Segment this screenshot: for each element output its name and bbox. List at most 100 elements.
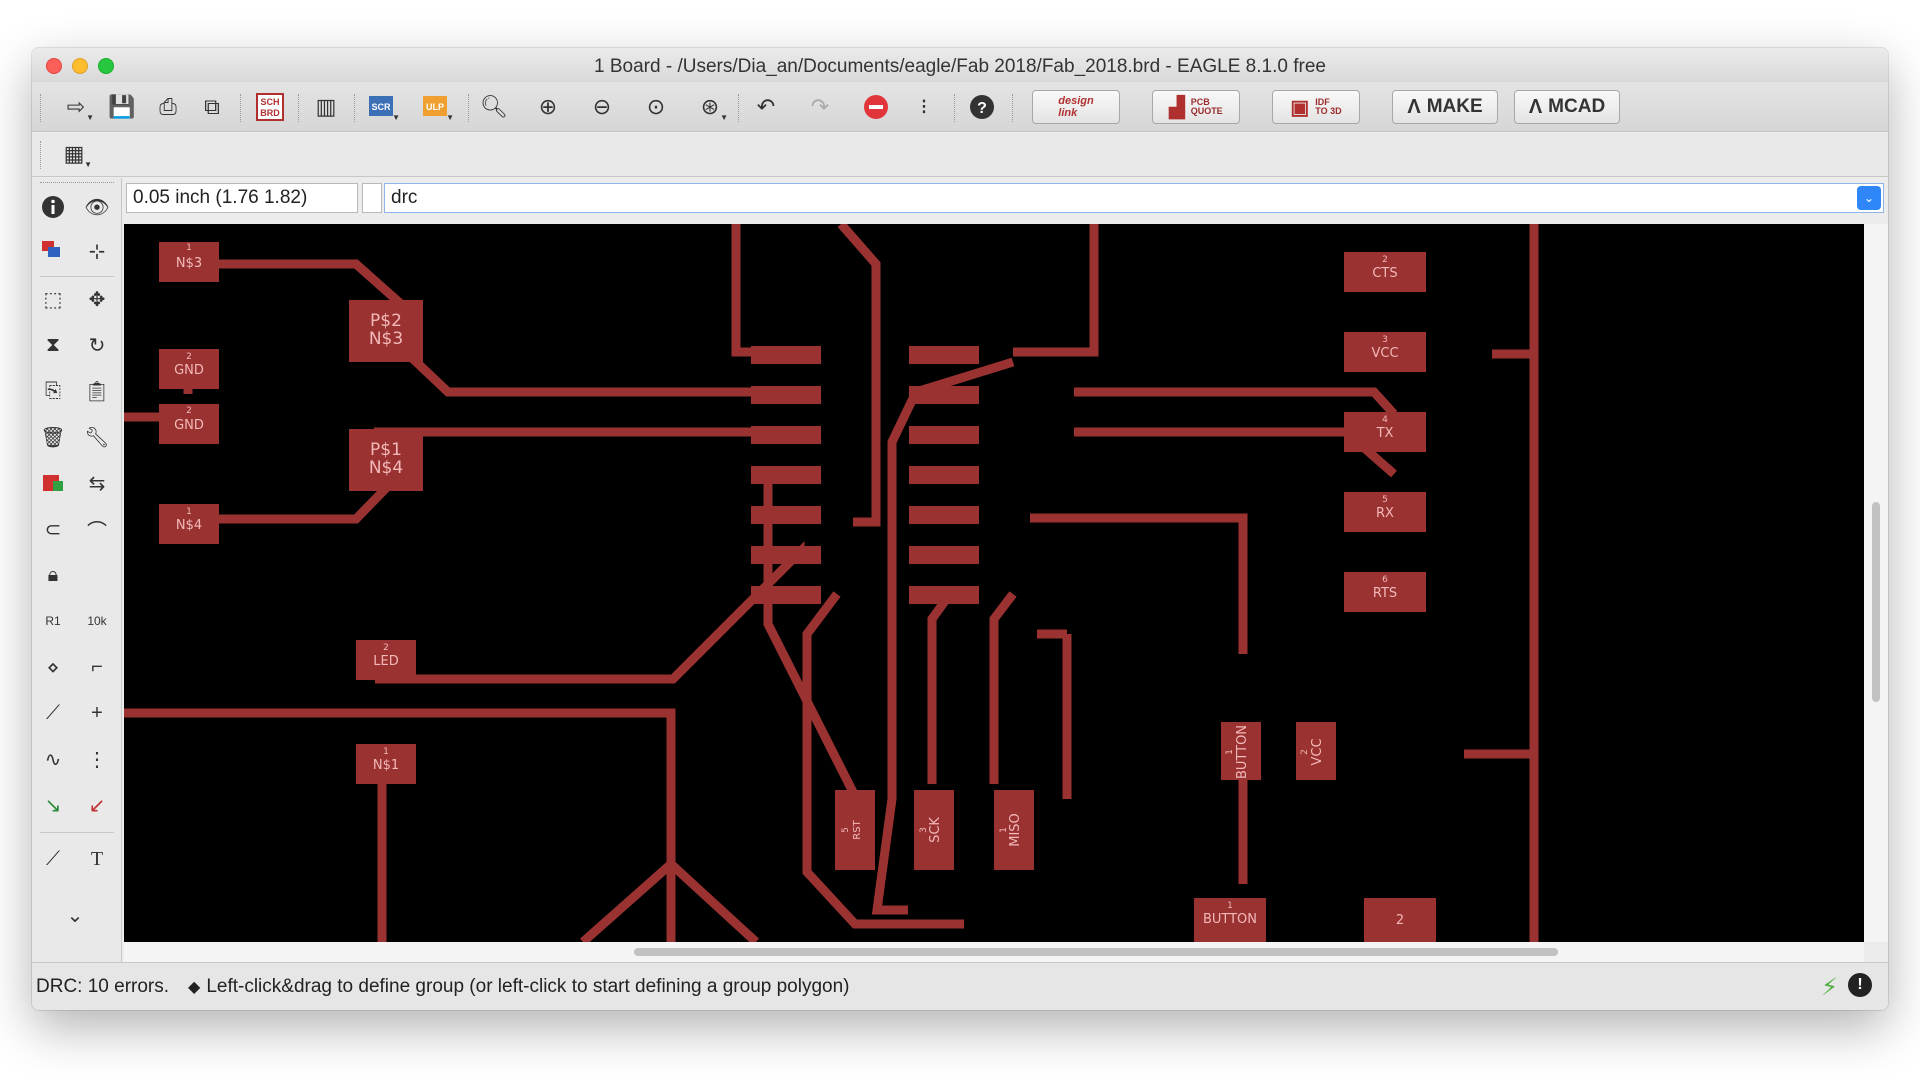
- paste-icon: 📋︎: [84, 380, 110, 403]
- delete-button[interactable]: 🗑︎: [36, 420, 70, 454]
- route-button[interactable]: ↘: [36, 788, 70, 822]
- horizontal-scroll-thumb[interactable]: [634, 948, 1558, 956]
- info-button[interactable]: [36, 190, 70, 224]
- window-title: 1 Board - /Users/Dia_an/Documents/eagle/…: [594, 56, 1326, 77]
- add-part-button[interactable]: [36, 466, 70, 500]
- eagle-window: 1 Board - /Users/Dia_an/Documents/eagle/…: [32, 48, 1888, 1010]
- paste-button[interactable]: 📋︎: [80, 374, 114, 408]
- trace: [731, 224, 768, 357]
- group-button[interactable]: ⬚: [36, 282, 70, 316]
- stop-status-icon[interactable]: !: [1848, 973, 1872, 997]
- smash-button[interactable]: ⋄: [36, 650, 70, 684]
- zoom-redraw-icon: ⊙: [646, 94, 666, 119]
- copy-icon: ⎘: [45, 379, 61, 402]
- vertical-scroll-thumb[interactable]: [1872, 502, 1880, 702]
- svg-text:1: 1: [383, 747, 389, 757]
- miter-button[interactable]: ⌐: [80, 650, 114, 684]
- traces: [124, 224, 1539, 942]
- save-button[interactable]: 💾: [104, 90, 140, 124]
- minimize-window-button[interactable]: [72, 58, 88, 74]
- move-button[interactable]: ✥: [80, 282, 114, 316]
- wire-button[interactable]: ⟋: [36, 842, 70, 876]
- script-button[interactable]: SCR ▼: [364, 90, 400, 124]
- split-wire-button[interactable]: ⟋: [36, 696, 70, 730]
- cam-icon: ⧉: [204, 94, 220, 119]
- close-window-button[interactable]: [46, 58, 62, 74]
- text-button[interactable]: T: [80, 842, 114, 876]
- zoom-fit-button[interactable]: 🔍︎: [476, 90, 512, 124]
- grid-button[interactable]: ▦▼: [63, 141, 92, 169]
- save-icon: 💾: [108, 94, 136, 119]
- change-button[interactable]: 🔧︎: [80, 420, 114, 454]
- svg-text:MISO: MISO: [1008, 813, 1023, 847]
- grid-icon: ▦: [63, 141, 85, 166]
- meander-button[interactable]: ∿: [36, 742, 70, 776]
- ripup-route-button[interactable]: ↙: [80, 788, 114, 822]
- zoom-redraw-button[interactable]: ⊙: [638, 90, 674, 124]
- zoom-fit-icon: 🔍︎: [480, 94, 508, 119]
- trace: [1074, 387, 1398, 418]
- value-icon: 10k: [87, 614, 107, 628]
- command-line-input[interactable]: drc ⌄: [384, 183, 1884, 213]
- mark-button[interactable]: ⊹: [80, 234, 114, 268]
- mirror-button[interactable]: ⧗: [36, 328, 70, 362]
- zoom-window-button[interactable]: [98, 58, 114, 74]
- coordinate-display: 0.05 inch (1.76 1.82): [126, 183, 358, 213]
- trace: [370, 318, 768, 397]
- zoom-select-button[interactable]: ⊛▼: [700, 94, 728, 122]
- go-button[interactable]: ⁝: [906, 90, 942, 124]
- command-history-field[interactable]: [362, 183, 382, 213]
- svg-text:N$4: N$4: [176, 518, 202, 533]
- ulp-button[interactable]: ULP ▼: [418, 90, 454, 124]
- board-canvas[interactable]: 1 N$3 P$2 N$3 2 GND 2 GND P$1 N$4 1 N$4 …: [124, 224, 1864, 942]
- layer-display-button[interactable]: [36, 234, 70, 268]
- switch-schematic-button[interactable]: SCH BRD: [252, 90, 288, 124]
- svg-text:VCC: VCC: [1310, 738, 1325, 765]
- stop-command-button[interactable]: [858, 90, 894, 124]
- library-button[interactable]: ▥: [308, 90, 344, 124]
- split-icon: ⊂: [44, 518, 62, 541]
- redo-button[interactable]: ↷: [802, 90, 838, 124]
- name-button[interactable]: R1: [36, 604, 70, 638]
- show-button[interactable]: 👁︎: [80, 190, 114, 224]
- value-button[interactable]: 10k: [80, 604, 114, 638]
- route-icon: ↘: [44, 794, 62, 817]
- svg-text:BUTTON: BUTTON: [1203, 912, 1257, 927]
- eye-icon: 👁︎: [84, 196, 110, 219]
- vertical-scrollbar[interactable]: [1864, 224, 1888, 942]
- cam-processor-button[interactable]: ⧉: [194, 90, 230, 124]
- replace-icon: ⇆: [88, 472, 106, 495]
- route-multiple-button[interactable]: ⋮: [80, 742, 114, 776]
- replace-button[interactable]: ⇆: [80, 466, 114, 500]
- copy-button[interactable]: ⎘: [36, 374, 70, 408]
- svg-text:RTS: RTS: [1373, 586, 1397, 601]
- help-button[interactable]: ?: [964, 90, 1000, 124]
- undo-button[interactable]: ↶: [748, 90, 784, 124]
- svg-text:5: 5: [1382, 495, 1388, 505]
- open-file-button[interactable]: ⇨▼: [66, 94, 94, 122]
- status-message: ◆Left-click&drag to define group (or lef…: [188, 976, 850, 997]
- split-button[interactable]: ⊂: [36, 512, 70, 546]
- layers-icon: [42, 241, 60, 257]
- command-history-dropdown[interactable]: ⌄: [1857, 186, 1881, 210]
- horizontal-scrollbar[interactable]: [124, 942, 1864, 962]
- main-toolbar: ⇨▼ 💾 ⎙ ⧉ SCH BRD ▥ SCR ▼ ULP ▼: [32, 82, 1888, 132]
- lock-button[interactable]: 🔒︎: [36, 558, 70, 592]
- rotate-button[interactable]: ↻: [80, 328, 114, 362]
- expand-toolbar-button[interactable]: ⌄: [58, 898, 92, 932]
- svg-text:6: 6: [1382, 575, 1388, 585]
- ripup-button[interactable]: ⌒: [80, 512, 114, 546]
- print-button[interactable]: ⎙: [150, 90, 186, 124]
- zoom-out-button[interactable]: ⊖: [584, 90, 620, 124]
- svg-text:VCC: VCC: [1371, 346, 1398, 361]
- lightning-icon[interactable]: ⚡︎: [1821, 974, 1838, 1001]
- optimize-button[interactable]: +: [80, 696, 114, 730]
- go-icon: ⁝: [920, 94, 928, 119]
- zoom-in-button[interactable]: ⊕: [530, 90, 566, 124]
- svg-text:P$1: P$1: [370, 440, 402, 460]
